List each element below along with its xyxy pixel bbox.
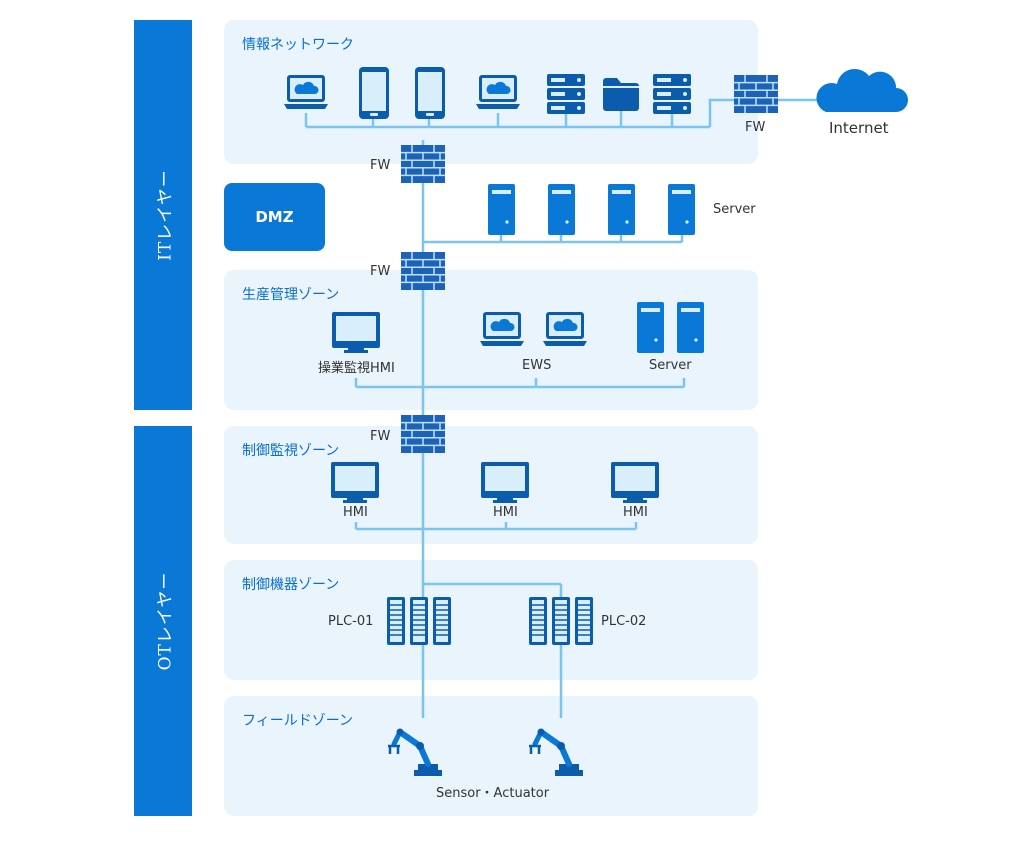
control-monitor-title: 制御監視ゾーン bbox=[242, 443, 340, 459]
field-zone: フィールドゾーン bbox=[224, 696, 758, 816]
rack-server-icon bbox=[653, 74, 691, 114]
firewall-icon bbox=[400, 251, 446, 291]
sensor-actuator-label: Sensor・Actuator bbox=[436, 786, 550, 801]
fw-label-internet: FW bbox=[745, 120, 766, 135]
tower-server-icon bbox=[488, 184, 515, 235]
smartphone-icon bbox=[359, 67, 389, 119]
fw-label-1: FW bbox=[370, 158, 391, 173]
firewall-icon bbox=[400, 414, 446, 454]
dmz-server-label: Server bbox=[713, 202, 756, 217]
control-device-title: 制御機器ゾーン bbox=[242, 577, 340, 593]
ops-hmi-label: 操業監視HMI bbox=[318, 361, 395, 376]
dmz-box: DMZ bbox=[224, 183, 325, 251]
tower-server-icon bbox=[608, 184, 635, 235]
internet-label: Internet bbox=[829, 119, 889, 137]
folder-icon bbox=[603, 78, 639, 111]
it-layer-bar: ITレイヤー bbox=[134, 20, 192, 410]
fw-label-2: FW bbox=[370, 264, 391, 279]
control-device-zone: 制御機器ゾーン bbox=[224, 560, 758, 680]
ot-layer-bar: OTレイヤー bbox=[134, 426, 192, 816]
dmz-label: DMZ bbox=[255, 208, 294, 226]
robot-arm-icon bbox=[529, 729, 583, 777]
smartphone-icon bbox=[415, 67, 445, 119]
hmi-label-2: HMI bbox=[493, 505, 518, 520]
laptop-cloud-icon bbox=[480, 312, 524, 346]
laptop-cloud-icon bbox=[284, 75, 328, 109]
plc-icon bbox=[528, 596, 594, 646]
firewall-icon bbox=[733, 74, 779, 114]
hmi-label-3: HMI bbox=[623, 505, 648, 520]
info-network-title: 情報ネットワーク bbox=[242, 37, 354, 53]
robot-arm-icon bbox=[388, 729, 442, 777]
hmi-label-1: HMI bbox=[343, 505, 368, 520]
tower-server-icon bbox=[677, 302, 704, 353]
monitor-icon bbox=[331, 462, 379, 503]
field-title: フィールドゾーン bbox=[242, 713, 354, 729]
monitor-icon bbox=[611, 462, 659, 503]
cloud-icon bbox=[816, 68, 908, 112]
fw-label-3: FW bbox=[370, 429, 391, 444]
rack-server-icon bbox=[547, 74, 585, 114]
tower-server-icon bbox=[668, 184, 695, 235]
plc-02-label: PLC-02 bbox=[601, 614, 647, 629]
plc-icon bbox=[386, 596, 452, 646]
firewall-icon bbox=[400, 144, 446, 184]
production-server-label: Server bbox=[649, 358, 692, 373]
laptop-cloud-icon bbox=[543, 312, 587, 346]
monitor-icon bbox=[332, 312, 380, 353]
tower-server-icon bbox=[637, 302, 664, 353]
laptop-cloud-icon bbox=[476, 75, 520, 109]
ews-label: EWS bbox=[522, 358, 552, 373]
production-title: 生産管理ゾーン bbox=[242, 287, 340, 303]
monitor-icon bbox=[481, 462, 529, 503]
tower-server-icon bbox=[548, 184, 575, 235]
plc-01-label: PLC-01 bbox=[328, 614, 374, 629]
